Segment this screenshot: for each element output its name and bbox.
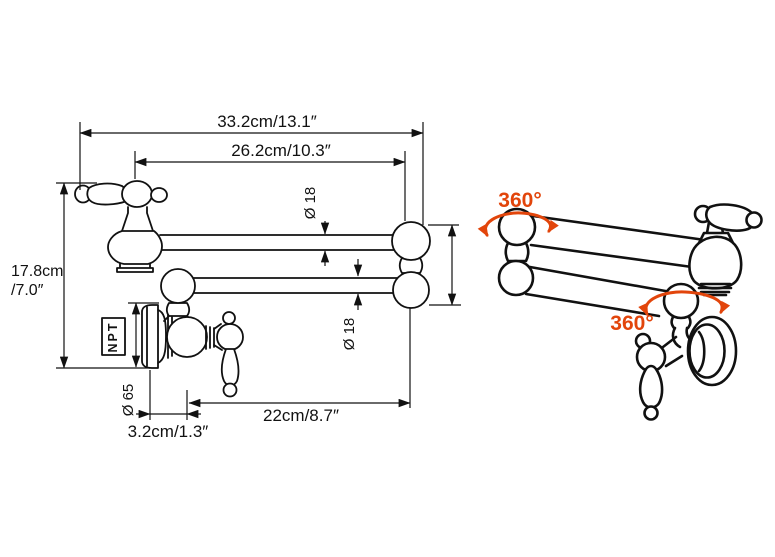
rotation-360-bottom-label: 360° <box>610 312 653 335</box>
lower-arm-length-dimension-label: 22cm/8.7″ <box>263 406 339 425</box>
product-flange-ring <box>697 330 706 373</box>
lever-ball <box>216 323 244 351</box>
lever-cone <box>213 323 223 351</box>
faucet-side-view-drawing <box>74 180 431 398</box>
upper-pipe-diameter-label: Ø 18 <box>302 187 319 220</box>
product-handle-lever <box>704 203 757 232</box>
wall-flange-rim <box>157 309 167 364</box>
product-wall-flange-inner <box>688 323 726 379</box>
upper-arm-tube <box>159 234 399 251</box>
faucet-product-illustration: 360° 360° <box>477 189 763 421</box>
product-spout-body <box>688 235 743 290</box>
total-width-ext-lines <box>79 122 424 225</box>
rotation-360-top-label: 360° <box>498 189 541 212</box>
product-swivel-ball <box>662 282 700 320</box>
product-lever-teardrop <box>638 364 664 409</box>
dimension-lines <box>56 122 461 420</box>
dimension-labels: 33.2cm/13.1″ 26.2cm/10.3″ 17.8cm /7.0″ Ø… <box>11 112 358 441</box>
valve-right-rings <box>205 325 215 350</box>
product-handle-tip <box>745 211 763 229</box>
spout-aerator <box>116 263 154 273</box>
height-dimension-label-inch: /7.0″ <box>11 282 44 299</box>
product-left-lower-ball <box>497 259 535 297</box>
npt-thread-label: NPT <box>106 322 120 353</box>
lever-top-knob <box>222 311 236 325</box>
product-lever-tip <box>643 405 659 421</box>
wall-offset-dimension-label: 3.2cm/1.3″ <box>128 422 209 441</box>
product-wall-flange-outer <box>686 315 738 387</box>
valve-body <box>166 316 208 358</box>
product-lever-cone <box>661 335 684 368</box>
wall-offset-ext-lines <box>149 370 188 420</box>
npt-thread-box <box>101 317 126 356</box>
spout-stem <box>121 206 154 232</box>
product-left-joint-neck <box>504 241 530 263</box>
upper-arm-width-dimension-label: 26.2cm/10.3″ <box>231 141 331 160</box>
product-swivel-neck <box>670 315 692 330</box>
joint-height-ref-lines <box>428 224 461 306</box>
product-upper-arm <box>529 214 707 269</box>
handle-lever <box>86 182 128 206</box>
handle-cap <box>121 180 153 208</box>
lever-tip-ball <box>222 382 238 398</box>
spout-body <box>107 230 163 265</box>
lower-arm-tube <box>191 277 398 294</box>
right-joint-upper-ball <box>391 221 431 261</box>
rotation-arrow-top-icon <box>477 211 559 238</box>
wall-flange-profile <box>141 304 159 369</box>
height-dimension-label-cm: 17.8cm <box>11 263 63 280</box>
rotation-arrow-bottom-icon <box>638 290 731 317</box>
lever-teardrop <box>220 348 240 387</box>
total-width-dimension-label: 33.2cm/13.1″ <box>217 112 317 131</box>
product-lower-arm <box>524 265 673 318</box>
right-joint-neck <box>398 257 424 274</box>
lower-pipe-diameter-label: Ø 18 <box>341 318 358 351</box>
flange-diameter-label: Ø 65 <box>120 384 137 417</box>
handle-right-knob <box>150 187 168 203</box>
product-spout-aerator <box>697 282 733 297</box>
left-joint-ball <box>160 268 196 304</box>
left-joint-neck <box>165 302 191 317</box>
right-joint-lower-ball <box>392 271 430 309</box>
